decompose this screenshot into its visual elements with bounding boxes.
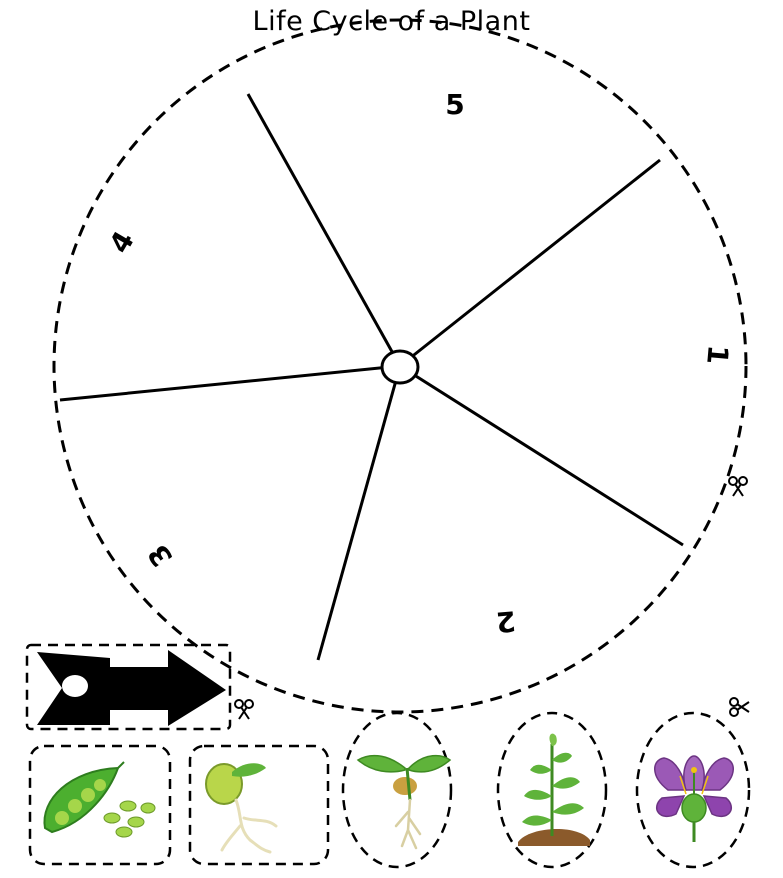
arrow-pointer [37,650,226,726]
scissors-icon [728,476,748,497]
stage-card-germination [188,744,330,866]
arrow-cutout [25,643,232,731]
purple-flower-icon [654,755,734,842]
segment-number-4: 4 [103,226,141,259]
segment-number-3: 3 [141,538,179,573]
wheel-divider [59,364,401,402]
card-cut-line [28,744,172,866]
wheel-center-hole [380,349,420,385]
stage-card-flower [635,711,751,869]
germinating-seed-icon [205,763,278,854]
stage-card-seeds [28,744,172,866]
stage-card-young-plant [496,711,608,869]
sprout-icon [356,754,452,850]
life-cycle-wheel [52,18,748,714]
arrow-cut-line [25,643,232,731]
young-plant-icon [518,733,590,846]
card-cut-line [635,711,751,869]
segment-number-5: 5 [445,88,464,121]
scissors-icon [729,697,750,717]
wheel-divider [246,93,402,367]
wheel-divider [316,365,402,661]
arrow-pin-hole [62,675,88,697]
card-cut-line [188,744,330,866]
segment-number-2: 2 [495,604,517,639]
scissors-icon [234,699,254,720]
card-cut-line [496,711,608,869]
wheel-divider [399,158,661,368]
stage-card-sprout [341,711,453,869]
seeds-icon [103,800,156,838]
pea-pod-icon [43,761,125,834]
wheel-divider [399,364,684,547]
card-cut-line [341,711,453,869]
segment-number-1: 1 [700,344,735,366]
